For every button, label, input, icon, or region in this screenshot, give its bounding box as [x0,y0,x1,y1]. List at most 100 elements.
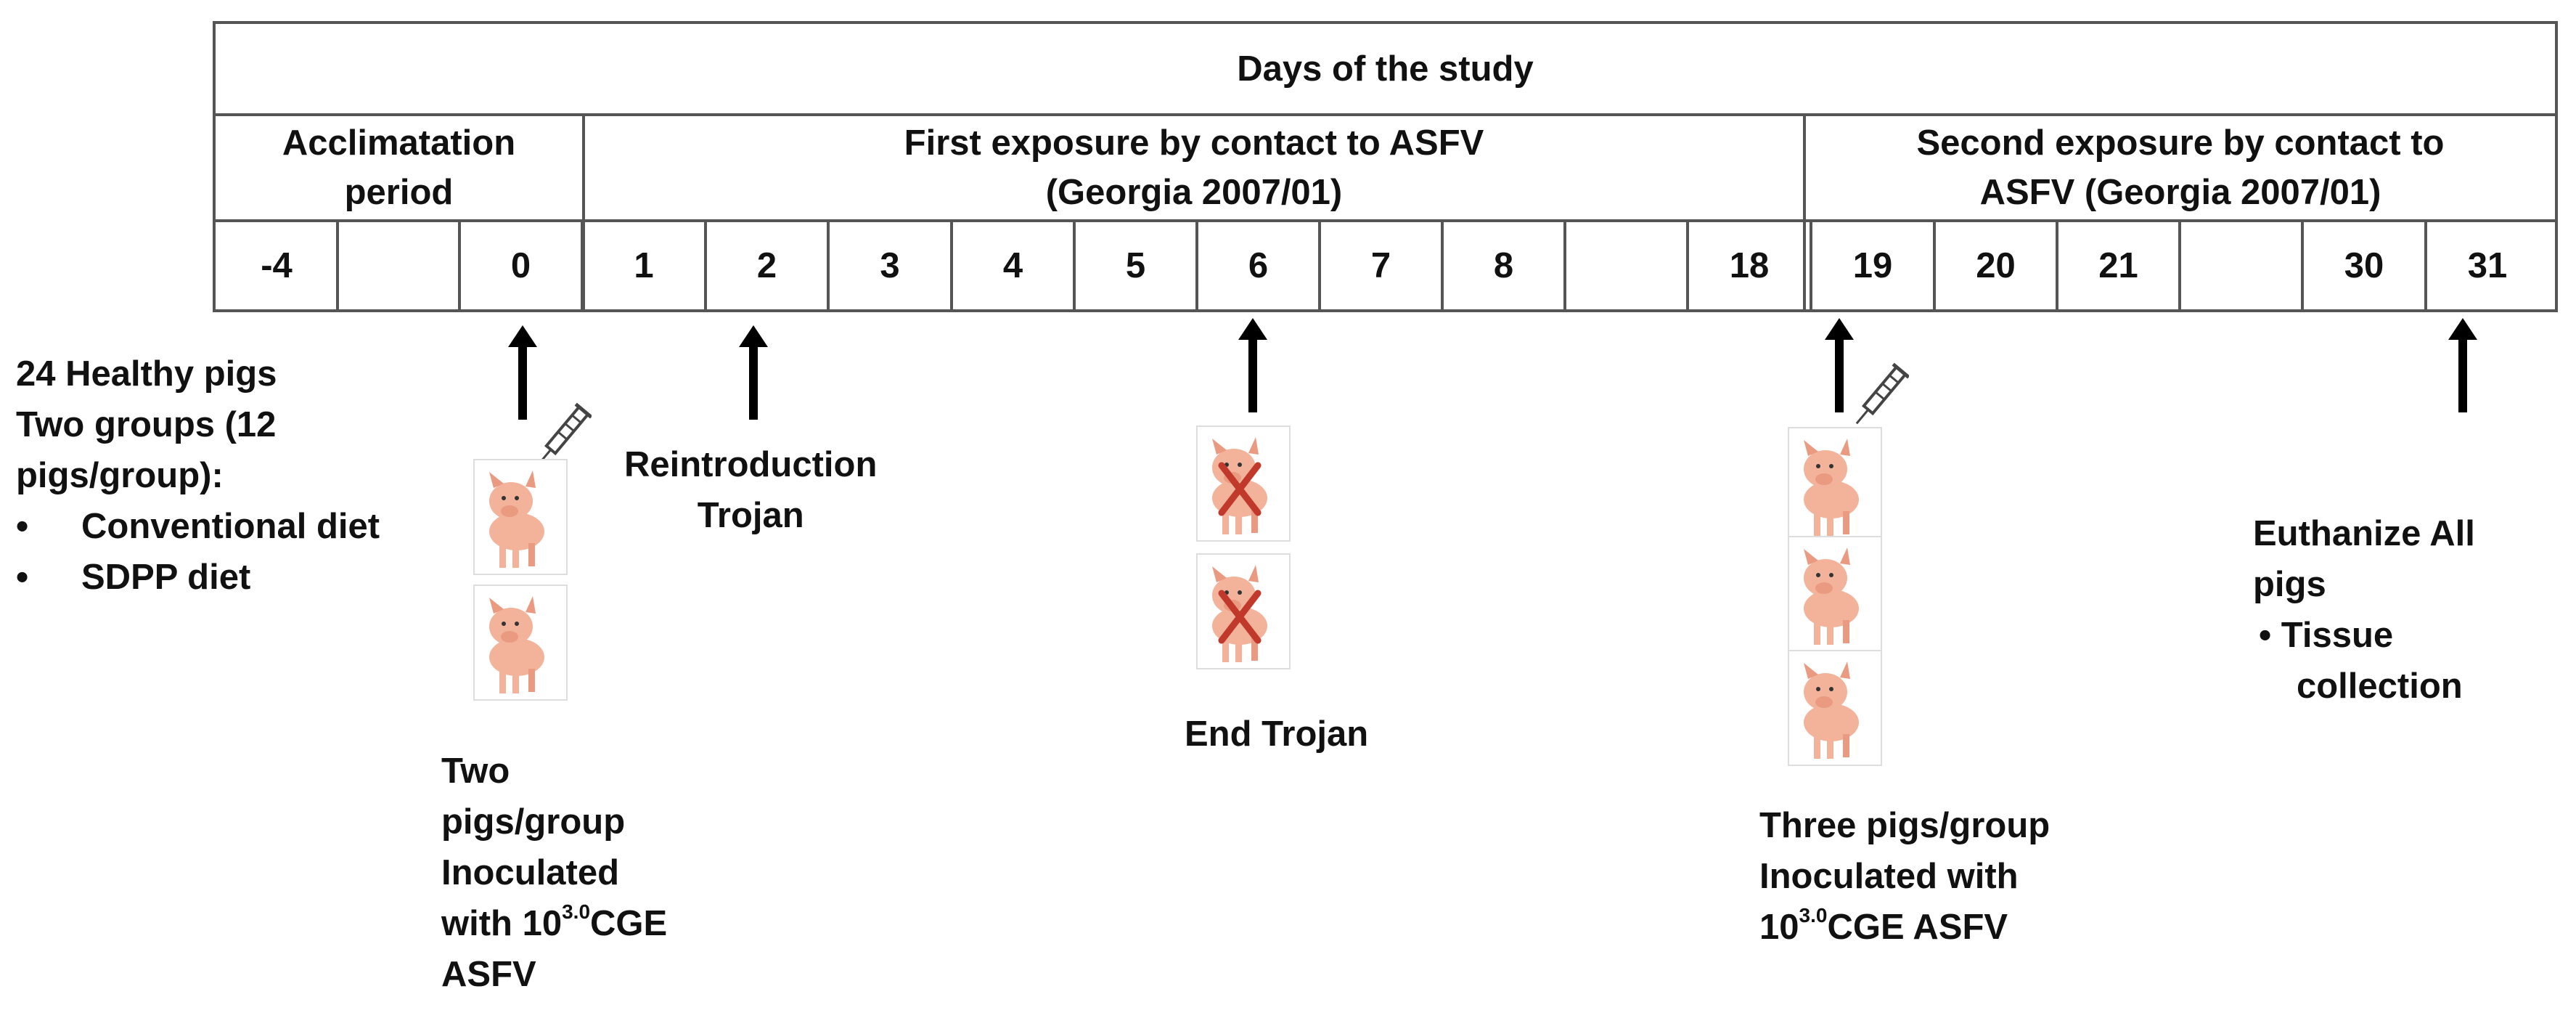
note-day0-line4-sup: 3.0 [562,900,591,923]
note-day31-bullet1: • Tissue [2253,610,2475,661]
day-divider [458,222,461,309]
day-divider [1441,222,1444,309]
pig-icon [1788,650,1882,766]
day-cell: 6 [1197,222,1320,309]
day-cell: 8 [1442,222,1565,309]
syringe-day0-icon [538,402,592,465]
note-day31-line2: pigs [2253,565,2326,604]
day-divider [1933,222,1936,309]
day-label: 30 [2344,246,2384,285]
day-divider [827,222,830,309]
day-label: 21 [2098,246,2138,285]
phase-acclimatation-line1: Acclimatation [282,123,516,163]
note-day31-line1: Euthanize All [2253,514,2475,553]
arrow-day2-icon [739,325,768,420]
day-cell-empty [338,222,459,309]
day-label: 4 [1002,246,1023,285]
day-cell: 2 [706,222,828,309]
day-divider [1318,222,1321,309]
bullet-icon: • [2259,616,2272,655]
day-cell: 18 [1688,222,1811,309]
note-day2: Reintroduction Trojan [624,439,877,541]
dead-pig-icon [1196,425,1291,542]
note-start-line1: 24 Healthy pigs [16,354,277,394]
day-label: 31 [2467,246,2508,285]
note-start-bullet1-text: Conventional diet [81,507,380,546]
day-label: 6 [1248,246,1269,285]
note-day0-line5: ASFV [441,955,536,994]
note-day0-line4-pre: with 10 [441,904,563,943]
note-day31: Euthanize All pigs • Tissue collection [2253,508,2475,712]
note-start-line3: pigs/group): [16,456,224,495]
note-day2-line1: Reintroduction [624,445,878,484]
phase-first-exposure-line1: First exposure by contact to ASFV [904,123,1484,163]
phase-acclimatation-line2: period [344,173,454,212]
day-divider [2301,222,2304,309]
note-day19-line3-sup: 3.0 [1799,903,1828,927]
day-divider [1563,222,1566,309]
day-cell-empty [2180,222,2302,309]
note-day0: Two pigs/group Inoculated with 103.0CGE … [441,746,667,1000]
day-label: 2 [756,246,777,285]
row-divider-2 [216,219,2555,222]
syringe-day19-icon [1855,362,1909,425]
day-cell: 3 [828,222,952,309]
day-divider [2424,222,2427,309]
note-day19-line1: Three pigs/group [1759,806,2050,845]
day-label: 18 [1729,246,1770,285]
day-label: 7 [1370,246,1391,285]
note-day19: Three pigs/group Inoculated with 103.0CG… [1759,800,2050,953]
phase-first-exposure: First exposure by contact to ASFV (Georg… [585,116,1803,219]
day-cell: 21 [2057,222,2180,309]
day-divider [1073,222,1076,309]
phase-second-exposure-line2: ASFV (Georgia 2007/01) [1979,173,2381,212]
pig-icon [473,585,568,701]
note-day31-bullet2: collection [2297,667,2463,706]
note-day19-line3-pre: 10 [1759,908,1799,947]
day-label: 20 [1976,246,2016,285]
day-divider [2178,222,2181,309]
phase-second-exposure-line1: Second exposure by contact to [1916,123,2445,163]
day-label: 0 [510,246,531,285]
pig-icon [1788,536,1882,652]
arrow-day19-icon [1825,318,1854,412]
note-day19-line2: Inoculated with [1759,857,2019,896]
day-label: 8 [1493,246,1514,285]
note-start-bullet2-text: SDPP diet [81,558,251,597]
day-label: 5 [1125,246,1146,285]
bullet-icon: • [16,507,29,546]
day-divider [1686,222,1689,309]
note-day0-line1: Two [441,752,510,791]
day-divider [336,222,339,309]
day-cell: 1 [582,222,706,309]
day-divider [704,222,707,309]
day-cell: 0 [459,222,582,309]
row-divider-1 [216,113,2555,116]
arrow-day6-icon [1238,318,1267,412]
day-label: 1 [634,246,654,285]
note-day6: End Trojan [1185,709,1368,760]
phase-acclimatation: Acclimatation period [216,116,582,219]
bullet-icon: • [16,558,29,597]
day-divider [1810,222,1812,309]
note-start-line2: Two groups (12 [16,405,277,444]
timeline-table: Days of the study Acclimatation period F… [213,21,2558,312]
dead-pig-icon [1196,553,1291,669]
day-label: 19 [1852,246,1893,285]
day-cell: 4 [952,222,1074,309]
day-cell: 30 [2302,222,2426,309]
arrow-day0-icon [508,325,537,420]
arrow-day31-icon [2448,318,2477,412]
day-cell: 19 [1811,222,1934,309]
phase-first-exposure-line2: (Georgia 2007/01) [1045,173,1343,212]
day-cell-empty [1565,222,1688,309]
phase-divider-2 [1803,113,1806,309]
note-day2-line2: Trojan [697,496,804,535]
note-day19-line3: 103.0CGE ASFV [1759,902,2050,953]
note-day31-bullet1-text: Tissue [2281,616,2394,655]
note-day0-line4-post: CGE [590,904,668,943]
note-day0-line2: pigs/group [441,802,626,842]
note-start-bullet2: • SDPP diet [16,552,380,603]
day-label: -4 [261,246,293,285]
day-cell: 5 [1074,222,1197,309]
